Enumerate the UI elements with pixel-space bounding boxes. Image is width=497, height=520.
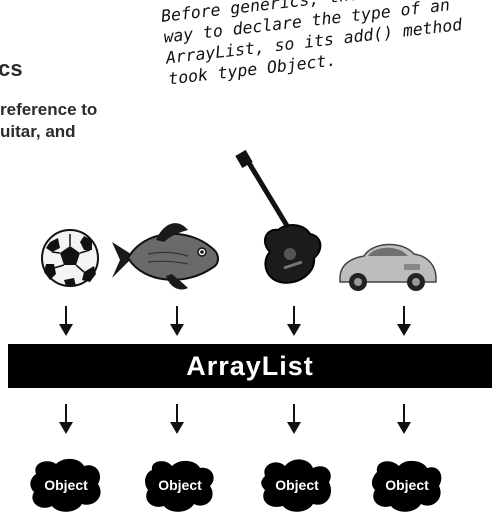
arrow-down-icon [170, 306, 184, 336]
arrow-down-icon [397, 404, 411, 434]
arrow-down-icon [287, 306, 301, 336]
object-label: Object [275, 477, 319, 493]
arraylist-bar: ArrayList [8, 344, 492, 388]
arrow-down-icon [59, 404, 73, 434]
object-label: Object [385, 477, 429, 493]
object-label: Object [158, 477, 202, 493]
body-text-line-2: uitar, and [0, 122, 76, 141]
arrow-down-icon [287, 404, 301, 434]
object-blob: Object [142, 456, 218, 514]
handwritten-annotation: Before generics, there was no way to dec… [160, 0, 497, 89]
arrow-down-icon [397, 306, 411, 336]
arrow-down-icon [170, 404, 184, 434]
object-blob: Object [369, 456, 445, 514]
heading-fragment: cs [0, 56, 23, 81]
soccer-ball-image [40, 228, 100, 288]
car-image [334, 234, 440, 294]
arraylist-label: ArrayList [186, 350, 314, 381]
guitar-image [226, 149, 336, 290]
body-text-line-1: reference to [0, 100, 98, 119]
object-blob: Object [28, 456, 104, 514]
fish-image [108, 216, 226, 296]
object-blob: Object [259, 456, 335, 514]
arrow-down-icon [59, 306, 73, 336]
object-label: Object [44, 477, 88, 493]
